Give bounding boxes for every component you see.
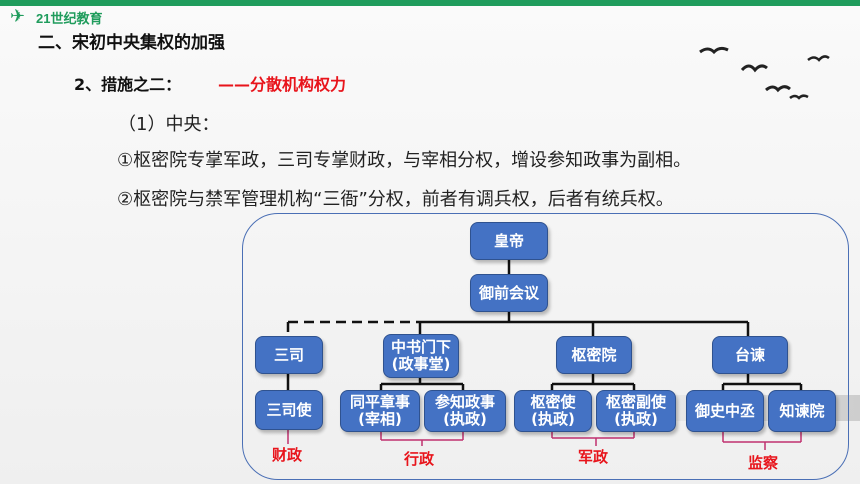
measure-label: 2、措施之二： bbox=[74, 75, 182, 94]
council-box: 御前会议 bbox=[470, 274, 548, 312]
section-heading: 二、宋初中央集权的加强 bbox=[38, 33, 225, 53]
tongpingzhangshi-box: 同平章事 (宰相) bbox=[340, 390, 420, 432]
label-finance: 财政 bbox=[272, 446, 303, 464]
logo: ✈ 21世纪教育 bbox=[10, 4, 120, 30]
shumishi-box: 枢密使 (执政) bbox=[514, 390, 592, 432]
zhijianyuan-box: 知谏院 bbox=[768, 390, 836, 432]
yushizhongcheng-box: 御史中丞 bbox=[686, 390, 764, 432]
logo-text: 21世纪教育 bbox=[36, 11, 103, 26]
label-supervision: 监察 bbox=[748, 454, 779, 472]
canzhizhengshi-box: 参知政事 (执政) bbox=[424, 390, 506, 432]
emperor-box: 皇帝 bbox=[470, 222, 548, 260]
zhongshu-menxia-box: 中书门下 (政事堂) bbox=[383, 334, 459, 378]
point-1: ①枢密院专掌军政，三司专掌财政，与宰相分权，增设参知政事为副相。 bbox=[117, 150, 692, 171]
shumifushi-box: 枢密副使 (执政) bbox=[596, 390, 676, 432]
point-2: ②枢密院与禁军管理机构“三衙”分权，前者有调兵权，后者有统兵权。 bbox=[117, 189, 674, 210]
runner-icon: ✈ bbox=[10, 6, 26, 27]
measure-highlight: ——分散机构权力 bbox=[218, 75, 347, 94]
sansishi-box: 三司使 bbox=[255, 390, 323, 430]
top-bar bbox=[0, 0, 860, 6]
subheading: （1）中央： bbox=[118, 114, 220, 135]
sansi-box: 三司 bbox=[255, 336, 323, 374]
org-chart-frame bbox=[242, 213, 849, 480]
birds-decoration bbox=[699, 46, 830, 100]
shumiyuan-box: 枢密院 bbox=[556, 336, 632, 374]
label-administration: 行政 bbox=[404, 450, 435, 468]
label-military: 军政 bbox=[578, 448, 609, 466]
taijian-box: 台谏 bbox=[712, 336, 788, 374]
